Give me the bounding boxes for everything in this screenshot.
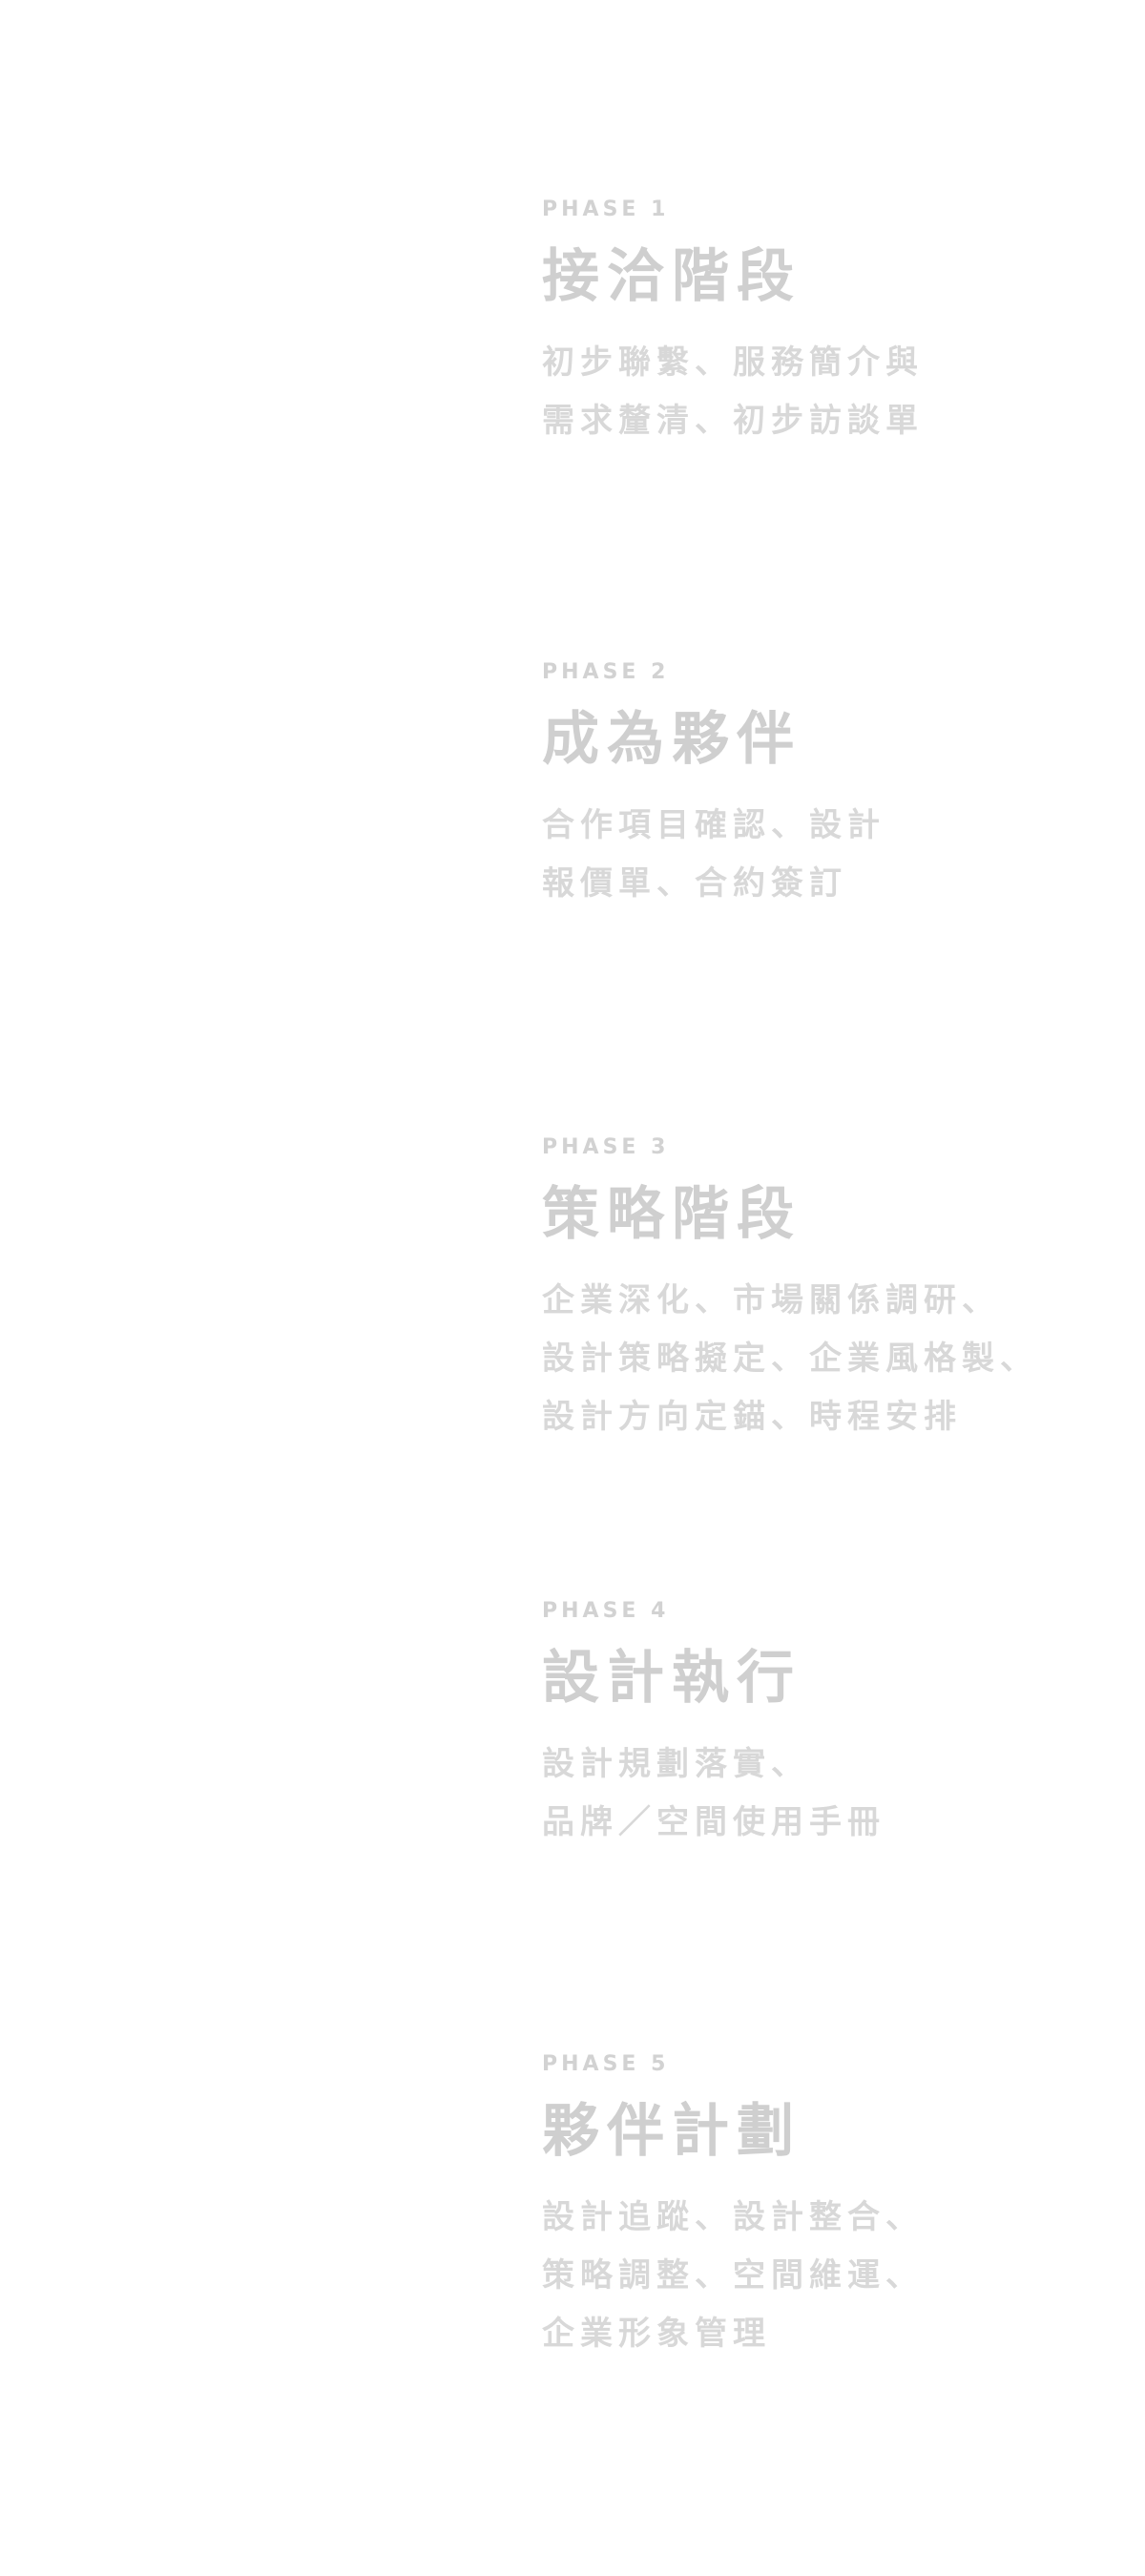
phase-description: 企業深化、市場關係調研、 設計策略擬定、企業風格製、 設計方向定錨、時程安排 — [542, 1272, 1114, 1446]
description-line: 企業形象管理 — [542, 2315, 771, 2353]
phase-3-section: PHASE 3 策略階段 企業深化、市場關係調研、 設計策略擬定、企業風格製、 … — [542, 1134, 1114, 1446]
description-line: 企業深化、市場關係調研、 — [542, 1281, 1000, 1319]
phase-description: 合作項目確認、設計 報價單、合約簽訂 — [542, 797, 1114, 913]
phase-title: 成為夥伴 — [542, 706, 802, 773]
description-line: 設計規劃落實、 — [542, 1745, 809, 1783]
phase-2-section: PHASE 2 成為夥伴 合作項目確認、設計 報價單、合約簽訂 — [542, 659, 1114, 913]
phase-description: 初步聯繫、服務簡介與 需求釐清、初步訪談單 — [542, 334, 1114, 450]
phase-description: 設計追蹤、設計整合、 策略調整、空間維運、 企業形象管理 — [542, 2189, 1114, 2363]
phase-label: PHASE 3 — [542, 1135, 670, 1159]
description-line: 品牌／空間使用手冊 — [542, 1803, 885, 1841]
description-line: 設計追蹤、設計整合、 — [542, 2198, 924, 2236]
phase-label: PHASE 4 — [542, 1599, 670, 1623]
phase-label: PHASE 1 — [542, 197, 670, 221]
description-line: 初步聯繫、服務簡介與 — [542, 343, 924, 382]
phase-1-section: PHASE 1 接洽階段 初步聯繫、服務簡介與 需求釐清、初步訪談單 — [542, 197, 1114, 450]
description-line: 設計方向定錨、時程安排 — [542, 1398, 962, 1436]
phase-5-section: PHASE 5 夥伴計劃 設計追蹤、設計整合、 策略調整、空間維運、 企業形象管… — [542, 2051, 1114, 2363]
phase-title: 夥伴計劃 — [542, 2098, 802, 2165]
description-line: 合作項目確認、設計 — [542, 806, 885, 844]
description-line: 設計策略擬定、企業風格製、 — [542, 1340, 1038, 1378]
phase-title: 設計執行 — [542, 1645, 802, 1712]
description-line: 需求釐清、初步訪談單 — [542, 402, 924, 440]
phase-title: 策略階段 — [542, 1181, 802, 1248]
phase-description: 設計規劃落實、 品牌／空間使用手冊 — [542, 1735, 1114, 1852]
phase-title: 接洽階段 — [542, 243, 802, 310]
phase-label: PHASE 5 — [542, 2052, 670, 2076]
description-line: 策略調整、空間維運、 — [542, 2256, 924, 2295]
phase-4-section: PHASE 4 設計執行 設計規劃落實、 品牌／空間使用手冊 — [542, 1598, 1114, 1852]
description-line: 報價單、合約簽訂 — [542, 864, 847, 903]
phase-label: PHASE 2 — [542, 660, 670, 684]
